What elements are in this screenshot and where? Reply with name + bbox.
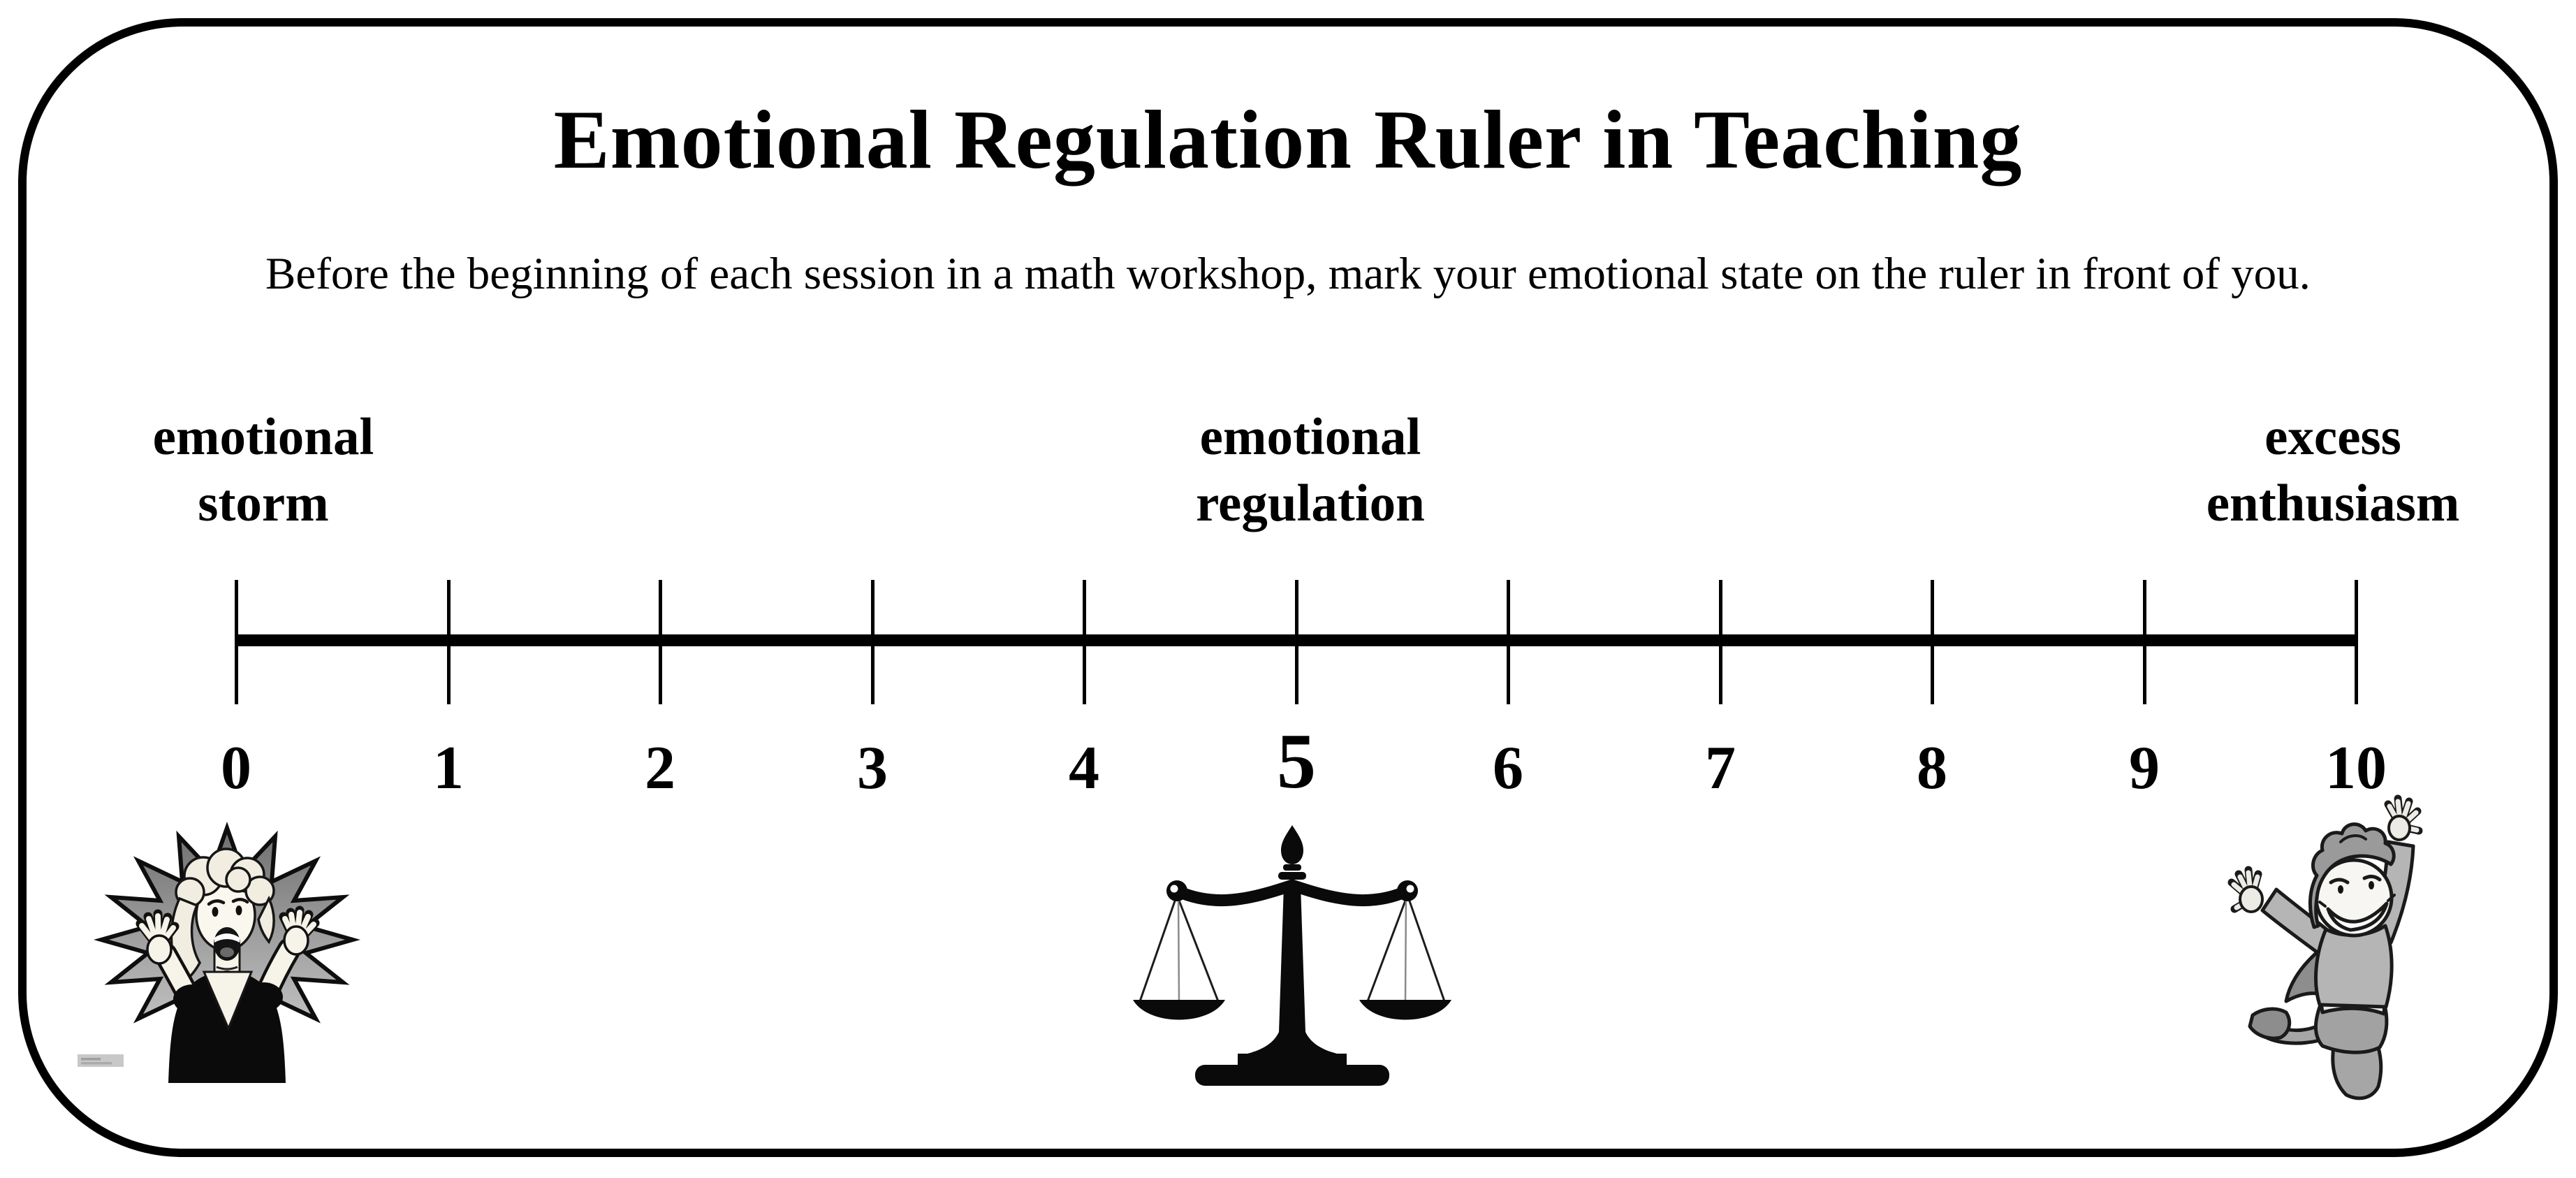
stock-watermark-block bbox=[78, 1054, 124, 1067]
child-figure bbox=[2248, 822, 2415, 1100]
balance-scale-illustration bbox=[1125, 821, 1460, 1093]
ruler-tick-7 bbox=[1719, 580, 1722, 704]
pan-cords bbox=[1139, 894, 1446, 1002]
tick-number-6: 6 bbox=[1493, 734, 1523, 802]
tick-number-3: 3 bbox=[857, 734, 888, 802]
tick-number-1: 1 bbox=[433, 734, 464, 802]
right-hand bbox=[279, 906, 320, 956]
anchor-label-emotional-storm: emotional storm bbox=[153, 404, 374, 537]
anchor-label-line: emotional bbox=[152, 408, 374, 466]
child-left-hand bbox=[2227, 866, 2264, 913]
screaming-woman-illustration bbox=[66, 810, 388, 1083]
anchor-label-line: storm bbox=[198, 474, 329, 532]
tick-number-9: 9 bbox=[2129, 734, 2160, 802]
tick-number-5: 5 bbox=[1277, 718, 1316, 805]
anchor-label-emotional-regulation: emotional regulation bbox=[1196, 404, 1425, 537]
ruler-tick-0 bbox=[235, 580, 238, 704]
ruler-tick-1 bbox=[447, 580, 451, 704]
balance-scale-icon bbox=[1133, 825, 1451, 1086]
ruler-tick-8 bbox=[1931, 580, 1934, 704]
left-pan bbox=[1133, 1000, 1225, 1020]
tick-number-2: 2 bbox=[645, 734, 675, 802]
ruler-tick-9 bbox=[2143, 580, 2146, 704]
jumping-child-illustration bbox=[2211, 793, 2441, 1121]
tick-number-10: 10 bbox=[2325, 734, 2387, 802]
ruler-tick-2 bbox=[659, 580, 662, 704]
left-hand bbox=[136, 909, 180, 965]
ruler-tick-4 bbox=[1083, 580, 1086, 704]
right-pan bbox=[1359, 1000, 1451, 1020]
screaming-woman-icon bbox=[78, 822, 360, 1083]
anchor-label-line: emotional bbox=[1199, 408, 1421, 466]
ruler-tick-3 bbox=[871, 580, 874, 704]
anchor-label-line: enthusiasm bbox=[2206, 474, 2460, 532]
tick-number-7: 7 bbox=[1705, 734, 1736, 802]
child-face bbox=[2318, 874, 2396, 932]
scale-column-and-base bbox=[1195, 825, 1389, 1086]
ruler-tick-10 bbox=[2355, 580, 2358, 704]
anchor-label-line: excess bbox=[2264, 408, 2401, 466]
ruler-tick-6 bbox=[1507, 580, 1510, 704]
instruction-text: Before the beginning of each session in … bbox=[265, 249, 2311, 299]
ruler-tick-5 bbox=[1295, 580, 1298, 704]
tick-number-4: 4 bbox=[1069, 734, 1099, 802]
anchor-label-line: regulation bbox=[1196, 474, 1425, 532]
child-right-hand bbox=[2384, 794, 2423, 841]
anchor-label-excess-enthusiasm: excess enthusiasm bbox=[2207, 404, 2460, 537]
scale-beam bbox=[1171, 879, 1414, 907]
tick-number-8: 8 bbox=[1917, 734, 1947, 802]
jumping-child-icon bbox=[2227, 794, 2423, 1100]
woman-figure bbox=[136, 848, 320, 1083]
page-title: Emotional Regulation Ruler in Teaching bbox=[553, 93, 2023, 186]
tick-number-0: 0 bbox=[221, 734, 251, 802]
curly-hair bbox=[170, 848, 275, 986]
